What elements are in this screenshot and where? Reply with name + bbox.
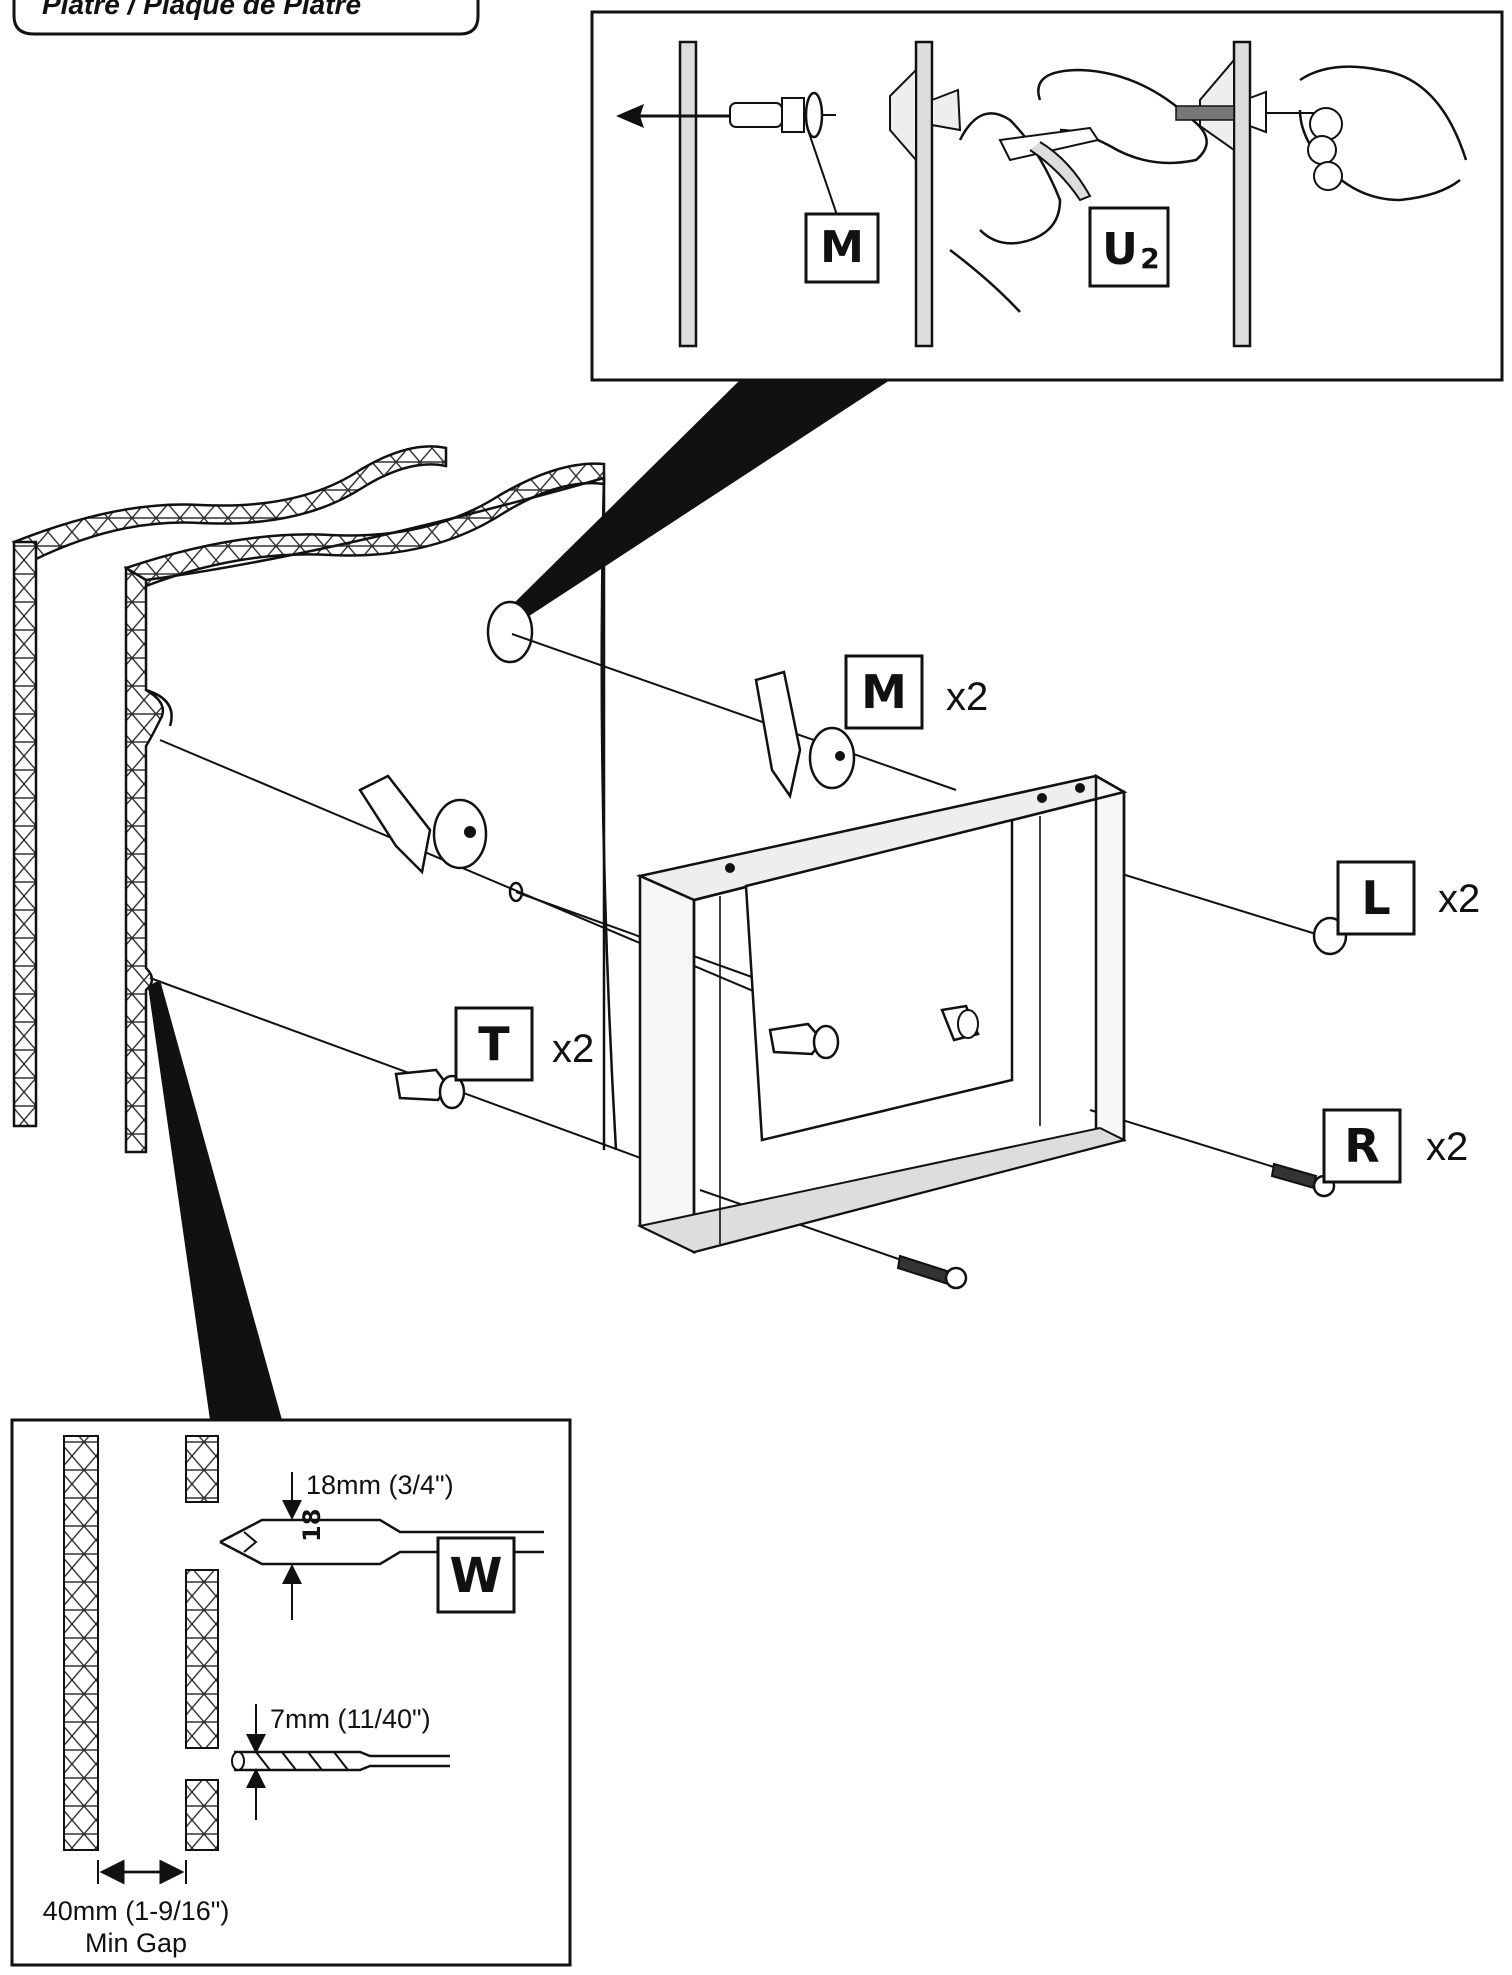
gap-caption-label: Min Gap [85, 1928, 187, 1958]
part-m-detail-letter: M [820, 222, 864, 273]
toggle-bolt-m-lower [358, 774, 488, 875]
spade-bit-size-label: 18mm (3/4") [306, 1470, 454, 1500]
screw-r [1270, 1162, 1336, 1198]
mounting-frame [636, 773, 1128, 1254]
step1-wall [678, 40, 698, 348]
part-label-r: R x2 [1322, 1108, 1468, 1184]
part-r-letter: R [1344, 1119, 1379, 1173]
toggle-bolt-m-upper [754, 670, 856, 800]
spacer-cap [940, 1004, 980, 1042]
gap-size-label: 40mm (1-9/16") [43, 1896, 230, 1926]
part-l-letter: L [1361, 871, 1390, 925]
wall-hole-side [145, 688, 173, 727]
part-r-quantity: x2 [1426, 1125, 1468, 1169]
detail-back-wall [63, 1435, 99, 1851]
part-t-letter: T [478, 1017, 510, 1071]
screw-bottom [896, 1254, 968, 1290]
step3-toggle-installed [1175, 57, 1320, 152]
step2-hand [949, 68, 1208, 313]
header-badge: Plâtre / Plaque de Plâtre [12, 0, 480, 36]
part-u2-letter: U [1102, 224, 1138, 275]
gap-dimension-arrow [97, 1859, 187, 1885]
twist-drill-bit [231, 1750, 450, 1772]
detail-front-wall-bottom [185, 1779, 219, 1851]
part-label-m-detail: M [804, 212, 880, 284]
callout-wedge-top [505, 380, 890, 622]
detail-front-wall-top [185, 1435, 219, 1503]
anchor-t-center [768, 1022, 840, 1060]
step2-toggle-wings [889, 67, 962, 163]
toggle-bolt-detail-box: M U 2 [590, 10, 1504, 382]
alignment-lines [149, 633, 1317, 1271]
front-wall-panel [123, 462, 618, 1154]
part-w-letter: W [450, 1548, 503, 1604]
drill-detail-box: 18 18mm (3/4") W 7mm (11/40") 4 [10, 1418, 572, 1967]
back-wall-panel [11, 445, 448, 1128]
header-title: Plâtre / Plaque de Plâtre [42, 0, 361, 20]
step1-toggle-bolt [729, 91, 839, 219]
part-m-quantity: x2 [946, 675, 988, 719]
part-label-u2: U 2 [1088, 206, 1170, 288]
step2-wall [914, 40, 934, 348]
part-label-m: M x2 [844, 654, 988, 730]
part-l-quantity: x2 [1438, 877, 1480, 921]
part-u2-subscript: 2 [1140, 242, 1159, 275]
twist-bit-size-label: 7mm (11/40") [270, 1704, 431, 1734]
part-t-quantity: x2 [552, 1027, 594, 1071]
svg-text:18: 18 [298, 1509, 326, 1542]
callout-wedge-bottom [148, 980, 282, 1420]
part-label-t: T x2 [454, 1006, 594, 1082]
step3-hand [1298, 65, 1468, 202]
detail-front-wall-middle [185, 1569, 219, 1749]
part-label-w: W [436, 1536, 516, 1614]
wall-hole-upper [486, 600, 534, 664]
part-m-letter: M [861, 665, 907, 719]
part-label-l: L x2 [1336, 860, 1480, 936]
step3-wall [1232, 40, 1252, 348]
anchor-t-left [394, 1068, 466, 1110]
